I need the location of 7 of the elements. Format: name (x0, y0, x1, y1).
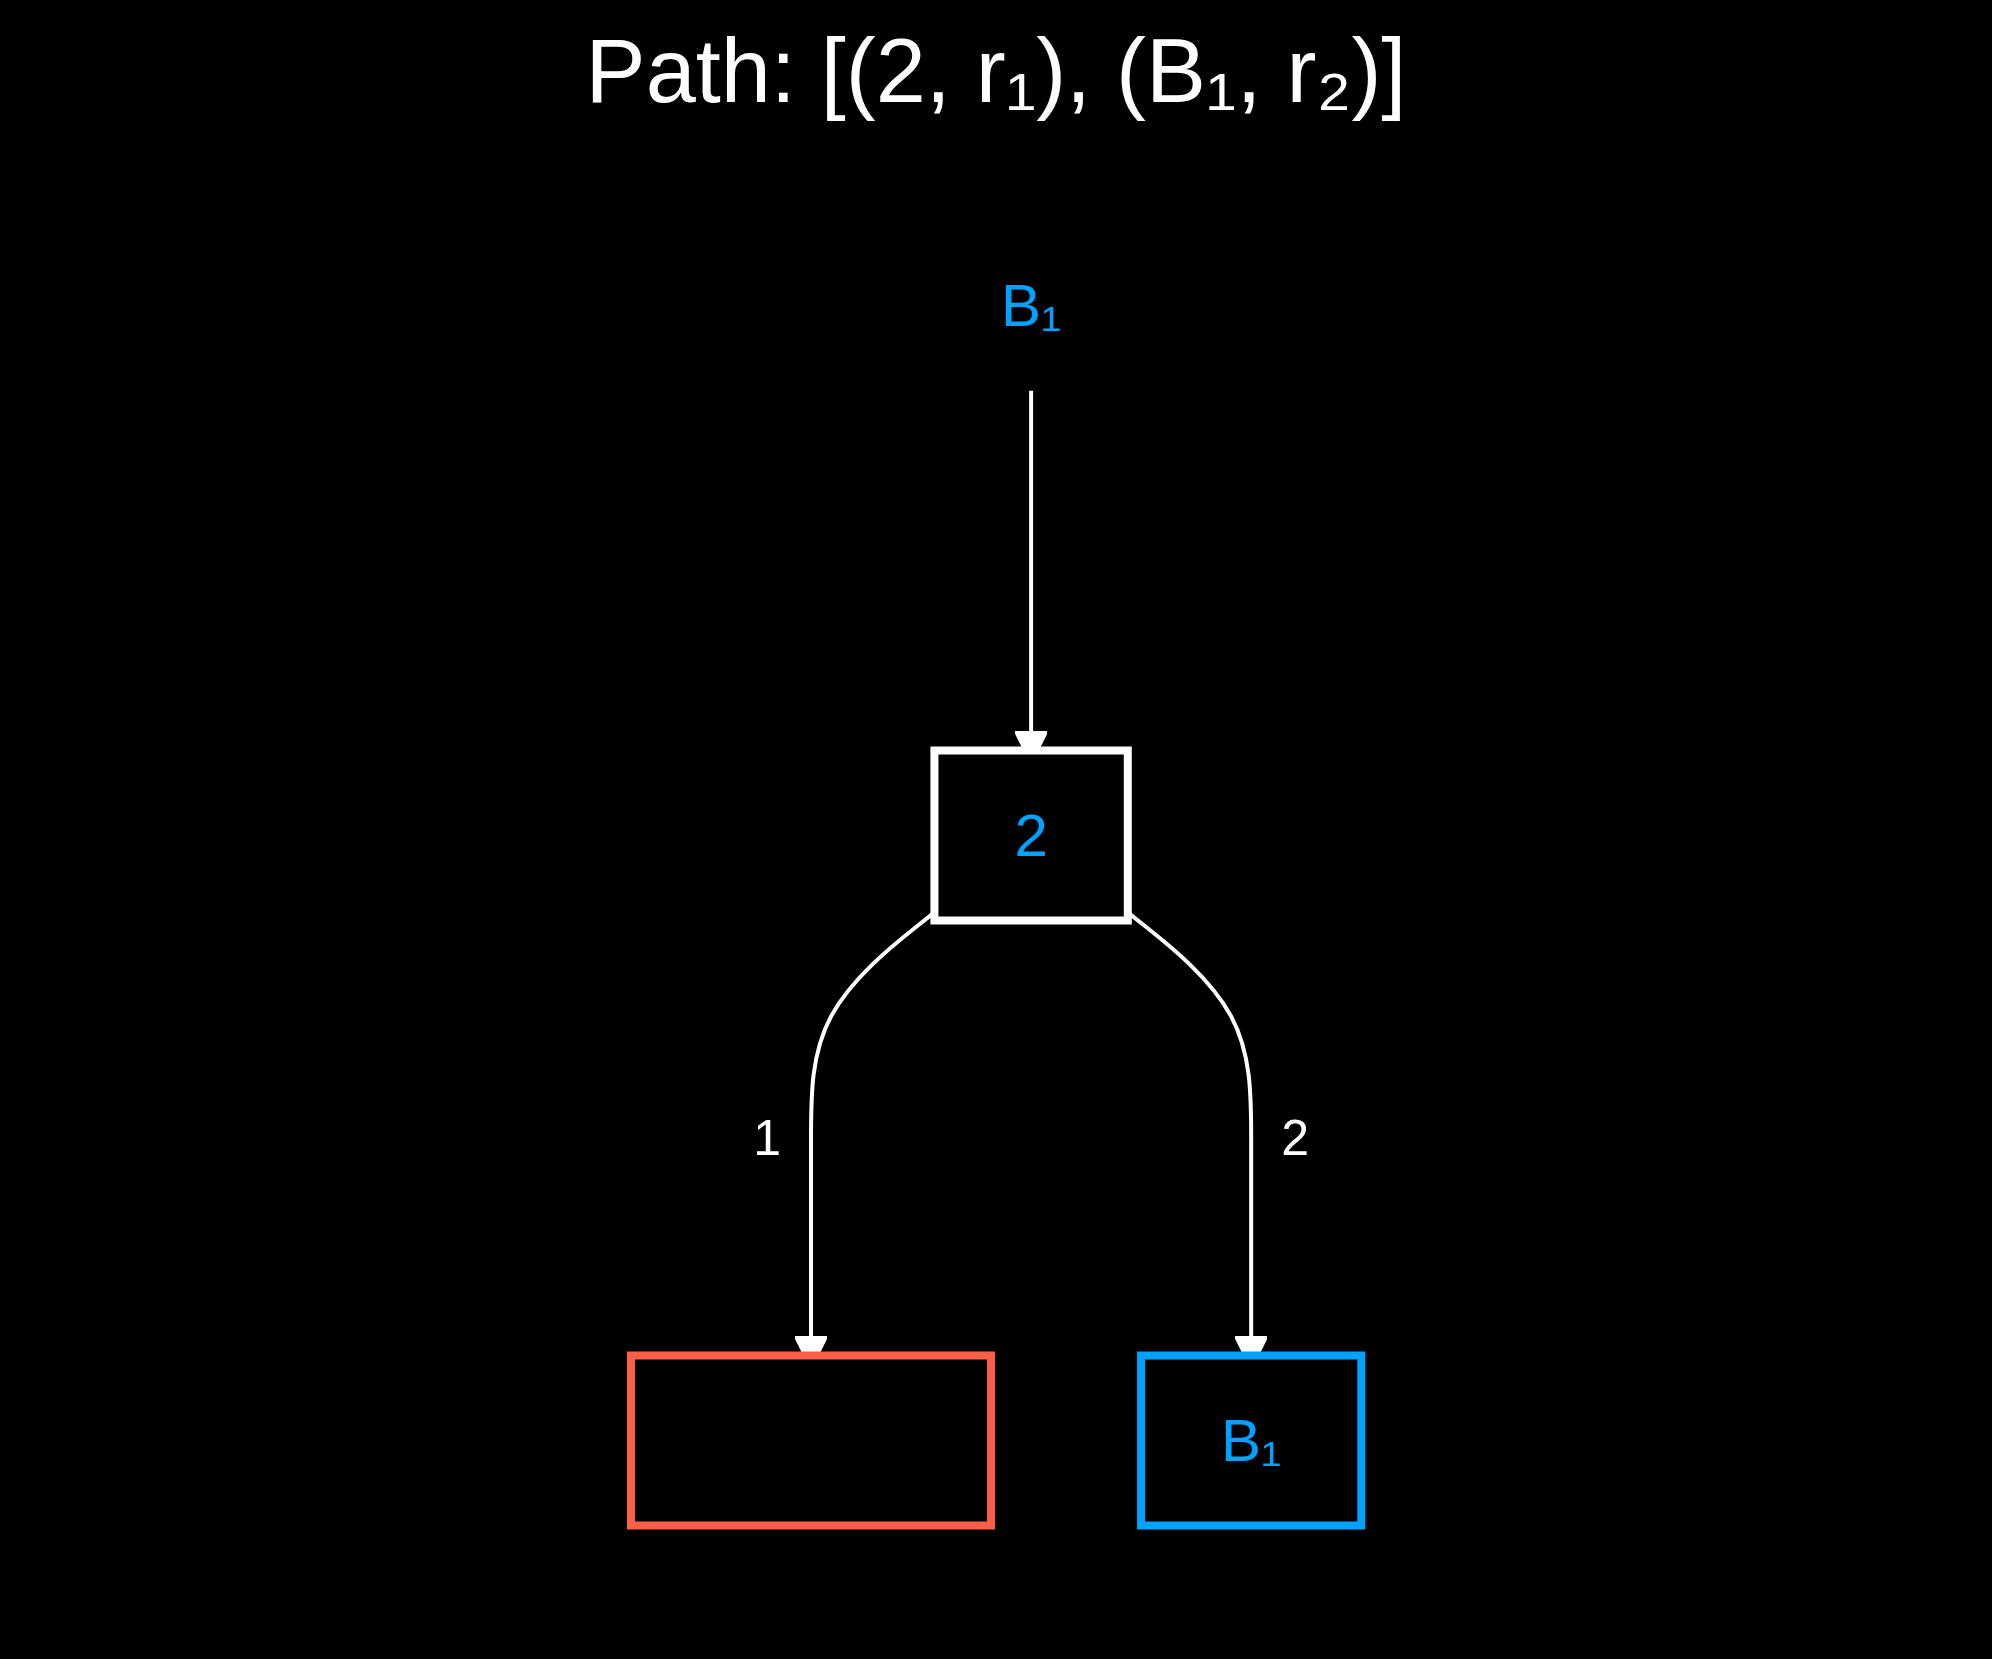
title: Path: [(2, r₁), (B₁, r₂)] (584, 20, 1408, 123)
node-box (626, 1351, 995, 1530)
edge-label: 2 (1281, 1109, 1309, 1166)
node-box: 2 (930, 746, 1132, 925)
edge-label: 1 (753, 1109, 781, 1166)
node-text: B₁ (1000, 271, 1062, 339)
node-box: B₁ (1136, 1351, 1366, 1530)
